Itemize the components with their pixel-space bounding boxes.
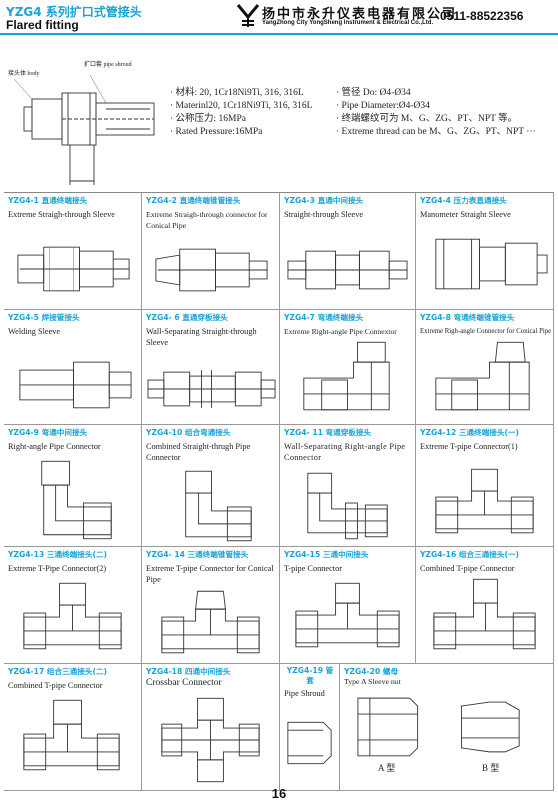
product-name: T-pipe Connector [284, 564, 342, 573]
product-code: YZG4-3 直通中间接头 [284, 196, 364, 205]
product-code: YZG4-1 直通终端接头 [8, 196, 88, 205]
product-cell[interactable]: YZG4-4 压力表直通接头 Manometer Straight Sleeve [416, 193, 554, 310]
product-name: Wall-Separating Straight-through Sleeve [146, 327, 257, 347]
product-name: Manometer Straight Sleeve [420, 210, 511, 219]
product-cell[interactable]: YZG4-20 螺母 Type A Sleeve nut A 型 B 型 [340, 664, 554, 791]
fitting-drawing [287, 721, 332, 765]
product-code: YZG4- 14 三通终端锥管接头 [146, 550, 249, 559]
product-cell[interactable]: YZG4-1 直通终端接头 Extreme Straigh-through Sl… [4, 193, 142, 310]
page-number: 16 [271, 786, 287, 801]
series-subtitle: Flared fitting [6, 18, 79, 32]
type-a-label: A 型 [378, 763, 396, 773]
body-label: 接头体 body [8, 71, 40, 77]
product-name: Combined T-pipe Connector [420, 564, 515, 573]
product-code: YZG4-9 弯通中间接头 [8, 428, 88, 437]
specs-right: · 管径 Do: Ø4-Ø34 · Pipe Diameter:Ø4-Ø34 ·… [336, 88, 536, 137]
product-code: YZG4-5 焊接管接头 [8, 313, 80, 322]
product-code: YZG4-15 三通中间接头 [284, 550, 369, 559]
fitting-drawing [433, 578, 536, 650]
product-cell[interactable]: YZG4-3 直通中间接头 Straight-through Sleeve [280, 193, 416, 310]
fitting-drawing [17, 246, 130, 292]
fitting-drawing [19, 361, 132, 409]
overview-section: 接头体 body 扩口套 pipe shroud · 材料: 20, 1Cr18… [4, 53, 554, 191]
product-cell[interactable]: YZG4-7 弯通终端接头 Extreme Right-angle Pipe C… [280, 310, 416, 425]
product-name: Pipe Shroud [284, 689, 325, 698]
company-logo-icon [236, 4, 260, 27]
product-name: Extreme T-pipe Connector(1) [420, 442, 518, 451]
product-name: Right-angle Pipe Connector [8, 442, 101, 451]
product-name: Extreme T-pipe Connector for Conical Pip… [146, 564, 274, 584]
product-code: YZG4-16 组合三通接头(一) [420, 550, 519, 559]
fitting-drawing [307, 472, 388, 540]
fitting-drawing [435, 341, 530, 411]
fitting-drawing [155, 248, 268, 292]
page-header: YZG4 系列扩口式管接头 Flared fitting 扬中市永升仪表电器有限… [0, 0, 558, 36]
phone-number: 0511-88522356 [440, 9, 524, 23]
product-code: YZG4- 6 直通穿板接头 [146, 313, 228, 322]
product-cell[interactable]: YZG4-19 管套 Pipe Shroud [280, 664, 340, 791]
product-cell[interactable]: YZG4-12 三通终端接头(一) Extreme T-pipe Connect… [416, 425, 554, 547]
product-name: Extreme Straigh-through connector for Co… [146, 210, 268, 230]
product-cell[interactable]: YZG4-15 三通中间接头 T-pipe Connector [280, 547, 416, 664]
product-cell[interactable]: YZG4-18 四通中间接头 Crossbar Connector [142, 664, 280, 791]
product-grid: YZG4-1 直通终端接头 Extreme Straigh-through Sl… [4, 192, 554, 791]
series-title: YZG4 系列扩口式管接头 [6, 5, 142, 19]
specs-left: · 材料: 20, 1Cr18Ni9Ti, 316, 316L · Materi… [170, 88, 313, 137]
fitting-drawing [295, 582, 400, 648]
fitting-drawing [41, 460, 112, 540]
nut-drawings [357, 697, 520, 757]
product-cell[interactable]: YZG4-8 弯通终端锥管接头 Extreme Righ-angle Conne… [416, 310, 554, 425]
fitting-drawing [147, 370, 276, 408]
type-b-label: B 型 [482, 763, 500, 773]
product-cell[interactable]: YZG4-13 三通终端接头(二) Extreme T-Pipe Connect… [4, 547, 142, 664]
product-name: Combined T-pipe Connector [8, 681, 103, 690]
product-code: YZG4-7 弯通终端接头 [284, 313, 364, 322]
product-code: YZG4-20 螺母 [344, 667, 399, 676]
product-code: YZG4-18 四通中间接头 [146, 667, 231, 676]
product-name: Type A Sleeve nut [344, 677, 401, 686]
product-name: Extreme T-Pipe Connector(2) [8, 564, 107, 573]
product-code: YZG4- 11 弯通穿板接头 [284, 428, 372, 437]
product-cell[interactable]: YZG4-9 弯通中间接头 Right-angle Pipe Connector [4, 425, 142, 547]
product-cell[interactable]: YZG4-2 直通终端锥管接头 Extreme Straigh-through … [142, 193, 280, 310]
company-name-en: YangZhong City YongSheng Instrument & El… [262, 20, 434, 26]
fitting-drawing [185, 470, 252, 542]
fitting-drawing [23, 582, 122, 650]
product-cell[interactable]: YZG4- 11 弯通穿板接头 Wall-Separating Right-an… [280, 425, 416, 547]
product-cell[interactable]: YZG4- 6 直通穿板接头 Wall-Separating Straight-… [142, 310, 280, 425]
product-cell[interactable]: YZG4-16 组合三通接头(一) Combined T-pipe Connec… [416, 547, 554, 664]
fitting-drawing [161, 590, 260, 654]
product-name: Combined Straight-thrugh Pipe Connector [146, 442, 251, 462]
product-code: YZG4-13 三通终端接头(二) [8, 550, 107, 559]
product-name: Extreme Straigh-through Sleeve [8, 210, 115, 219]
product-code: YZG4-8 弯通终端锥管接头 [420, 313, 515, 322]
product-code: YZG4-17 组合三通接头(二) [8, 667, 107, 676]
product-name: Straight-through Sleeve [284, 210, 364, 219]
product-code: YZG4-4 压力表直通接头 [420, 196, 507, 205]
company-name: 扬中市永升仪表电器有限公司 [262, 7, 458, 22]
fitting-drawing [161, 697, 260, 783]
fitting-drawing [23, 699, 120, 771]
product-cell[interactable]: YZG4-5 焊接管接头 Welding Sleeve [4, 310, 142, 425]
product-code: YZG4-12 三通终端接头(一) [420, 428, 519, 437]
product-name: Extreme Righ-angle Connector for Conical… [420, 328, 552, 335]
product-name: Welding Sleeve [8, 327, 61, 336]
header-rule [0, 33, 558, 35]
product-code: YZG4-19 管套 [286, 666, 334, 685]
product-code: YZG4-10 组合弯通接头 [146, 428, 231, 437]
sectional-diagram [13, 74, 155, 185]
product-code: YZG4-2 直通终端锥管接头 [146, 196, 241, 205]
fitting-drawing [303, 341, 390, 411]
product-name: Wall-Separating Right-angle Pipe Connect… [284, 442, 406, 462]
fitting-drawing [287, 250, 408, 290]
fitting-drawing [435, 468, 534, 534]
shroud-label: 扩口套 pipe shroud [84, 62, 132, 68]
product-cell[interactable]: YZG4- 14 三通终端锥管接头 Extreme T-pipe Connect… [142, 547, 280, 664]
product-cell[interactable]: YZG4-17 组合三通接头(二) Combined T-pipe Connec… [4, 664, 142, 791]
product-name: Extreme Right-angle Pipe Connextor [284, 327, 397, 336]
fitting-drawing [435, 238, 548, 290]
product-cell[interactable]: YZG4-10 组合弯通接头 Combined Straight-thrugh … [142, 425, 280, 547]
product-name: Crossbar Connector [146, 678, 222, 688]
